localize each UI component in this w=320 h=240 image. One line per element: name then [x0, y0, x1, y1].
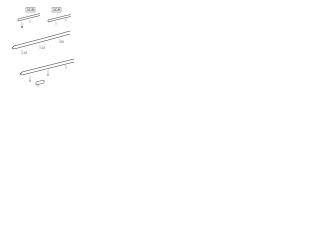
- diagram-canvas: 5DR 3DR: [11, 7, 75, 87]
- middle-clip-c: [60, 40, 64, 43]
- upper-left-strip-bottom: [17, 15, 41, 22]
- lower-clip-b: [47, 74, 49, 76]
- middle-strip-end: [11, 45, 15, 50]
- upper-right-leader-lines: [55, 18, 67, 25]
- upper-right-strip-bottom: [47, 16, 72, 23]
- middle-clip-b: [41, 46, 45, 49]
- section-5dr-label: 5DR: [27, 8, 35, 12]
- section-3dr: 3DR: [51, 7, 62, 13]
- upper-left-strip-top: [17, 13, 41, 20]
- middle-strip-bottom: [13, 33, 71, 50]
- section-3dr-label: 3DR: [53, 8, 61, 12]
- upper-left-leader-lines: [21, 20, 31, 26]
- parts-diagram: 5DR 3DR: [0, 0, 88, 93]
- section-5dr-box: [25, 7, 36, 13]
- upper-right-part: [47, 14, 72, 25]
- lower-left-bracket: [35, 79, 45, 87]
- lower-clip-a: [29, 80, 31, 82]
- lower-part: [19, 58, 75, 82]
- section-3dr-box: [51, 7, 62, 13]
- lower-leader-lines: [29, 65, 67, 80]
- upper-right-strip-top: [47, 14, 72, 21]
- section-5dr: 5DR: [25, 7, 36, 13]
- lower-strip-bottom: [21, 61, 75, 76]
- lower-strip-end: [19, 71, 23, 76]
- upper-left-part: [17, 13, 41, 29]
- middle-leader-lines: [21, 39, 61, 55]
- middle-part: [11, 30, 71, 55]
- bracket-body: [35, 79, 45, 86]
- lower-strip-top: [21, 58, 75, 73]
- middle-clip-a: [23, 51, 27, 54]
- upper-left-clip: [20, 25, 24, 29]
- middle-strip-top: [13, 30, 71, 47]
